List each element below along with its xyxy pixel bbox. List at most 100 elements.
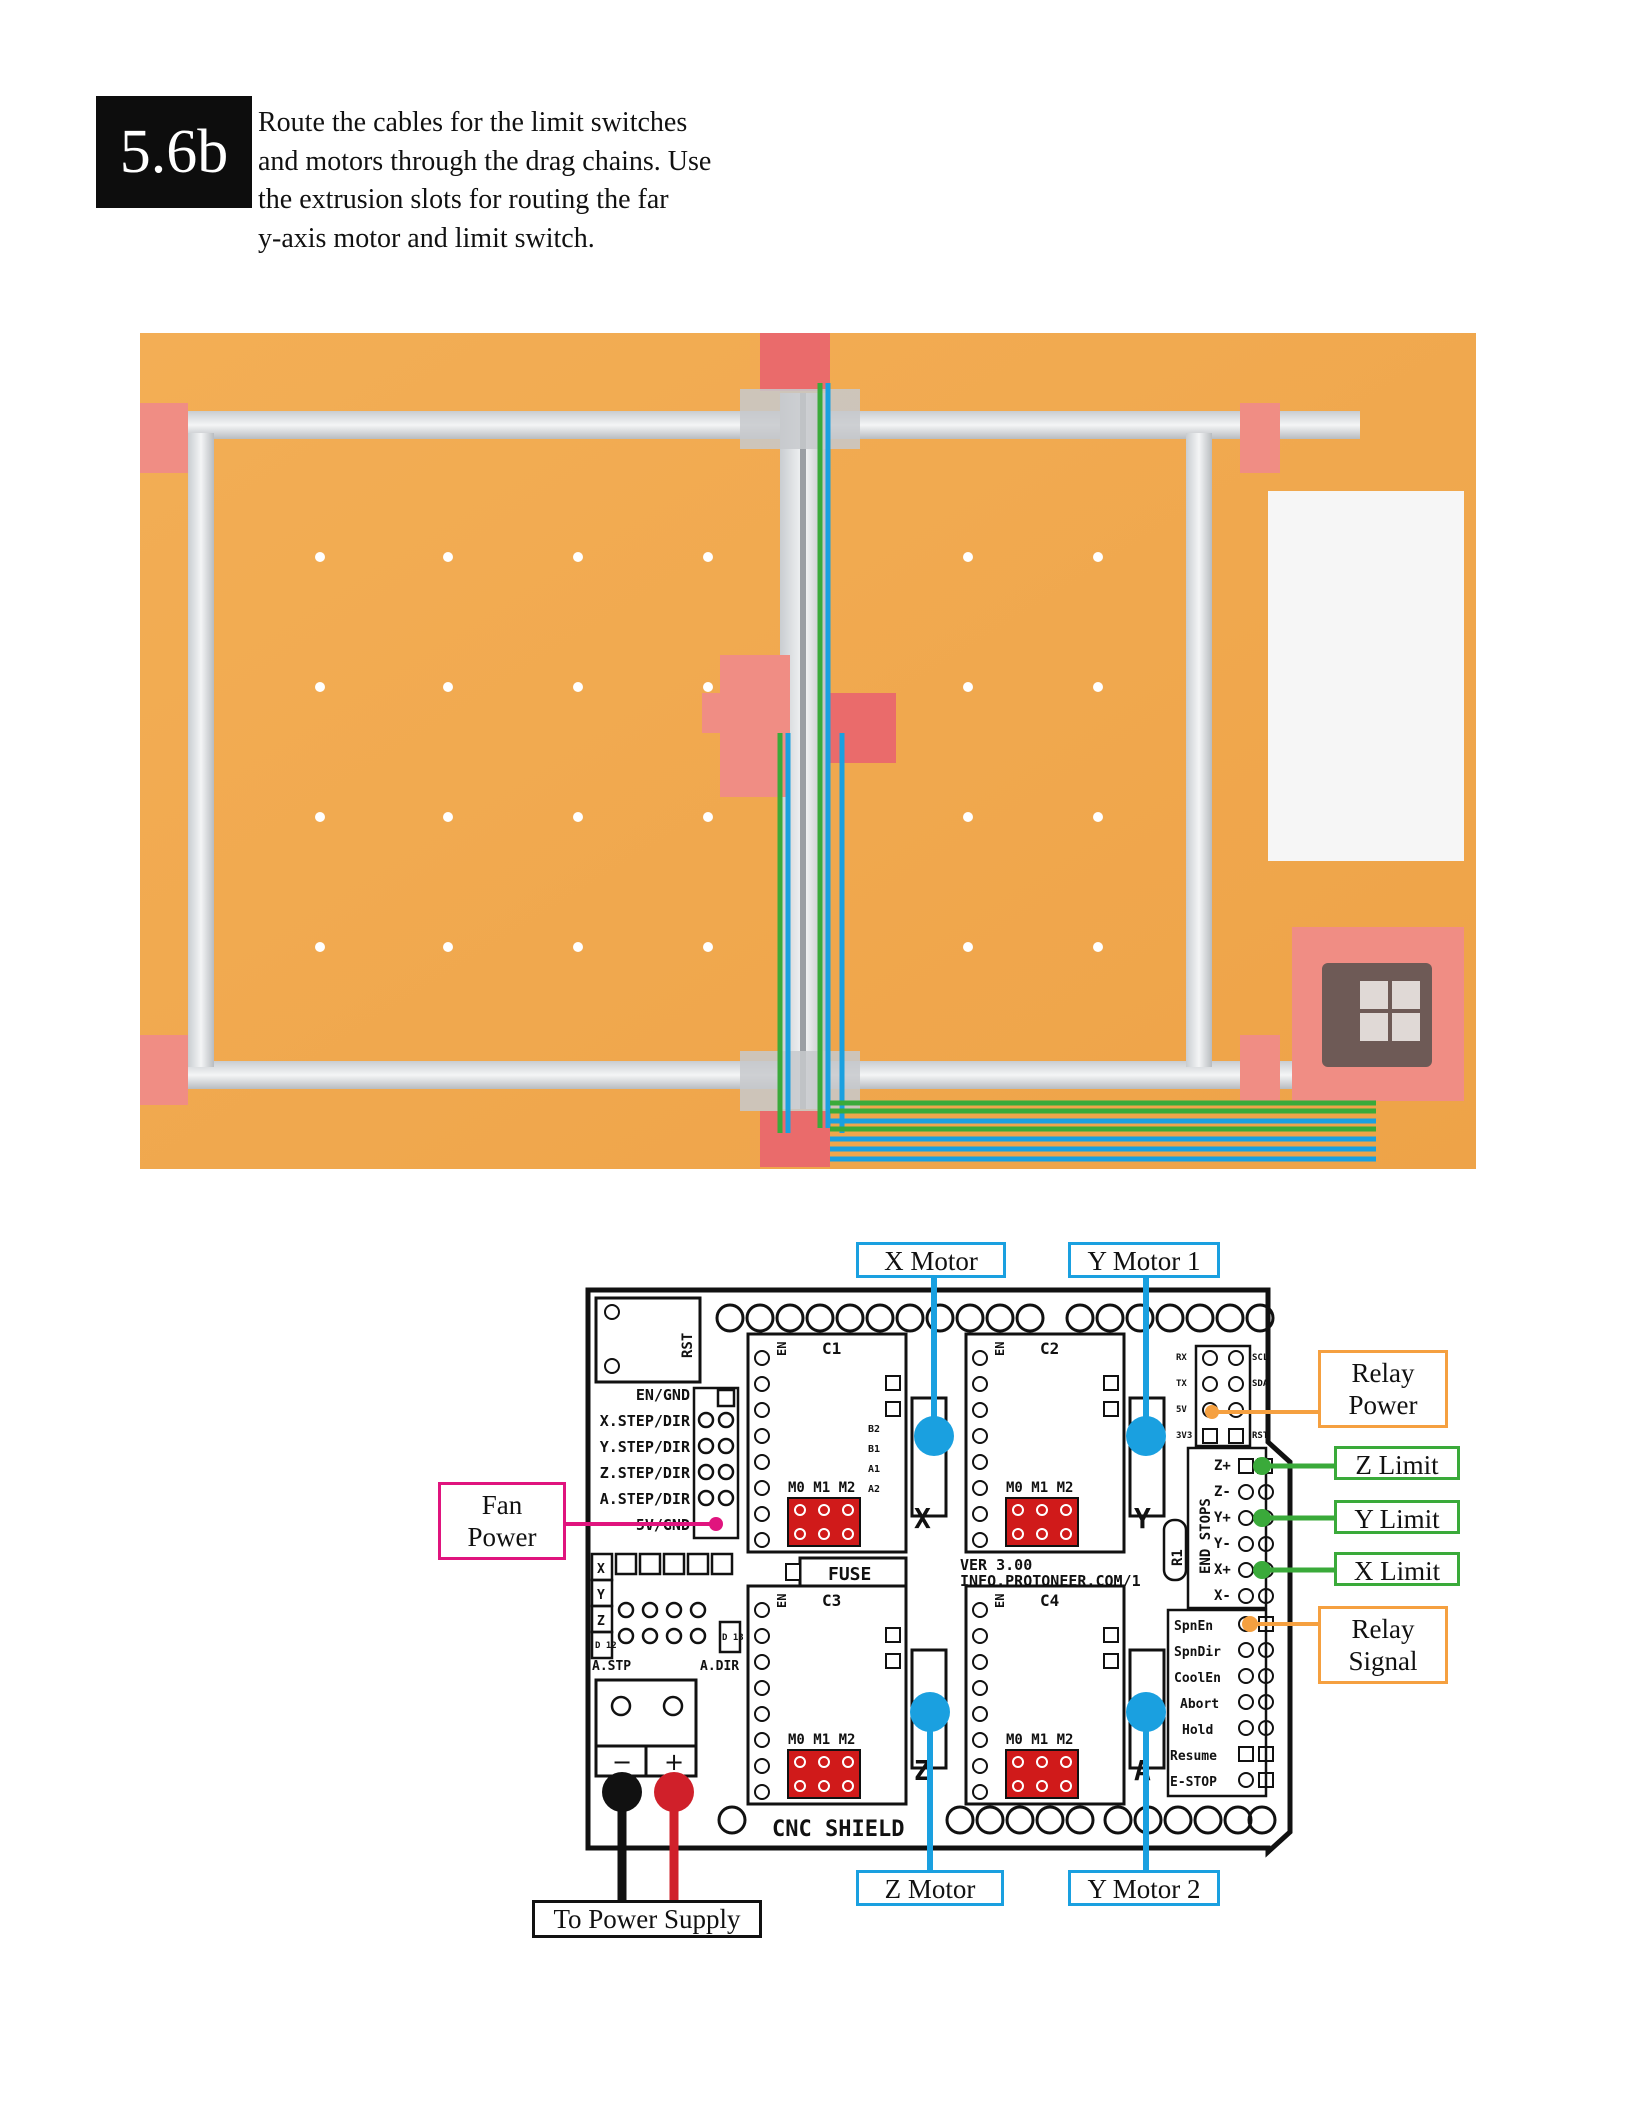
header-pin-label: RX (1176, 1353, 1187, 1363)
y-limit-label: Y Limit (1334, 1500, 1460, 1534)
microstep-label: M0 M1 M2 (1006, 1480, 1073, 1496)
control-pin-label: Abort (1180, 1697, 1219, 1712)
instruction-line: and motors through the drag chains. Use (258, 145, 712, 177)
limit-pin-label: Z- (1214, 1484, 1231, 1500)
cnc-machine-render (140, 333, 1476, 1169)
instruction-line: y-axis motor and limit switch. (258, 222, 595, 254)
corner-block (1240, 1035, 1280, 1105)
power-supply-label: To Power Supply (532, 1900, 762, 1938)
coil-label: B1 (868, 1444, 880, 1455)
y-motor-1-label: Y Motor 1 (1068, 1242, 1220, 1278)
fan-power-line: Power (467, 1522, 537, 1552)
driver-slot-label: C2 (1040, 1339, 1059, 1358)
relay-power-line: Power (1348, 1390, 1418, 1420)
driver-slot-c2 (964, 1332, 1126, 1554)
limit-pin-label: Y+ (1214, 1510, 1231, 1526)
control-pin-label: Hold (1182, 1723, 1213, 1738)
x-limit-label: X Limit (1334, 1552, 1460, 1586)
step-dir-label: Z.STEP/DIR (600, 1464, 691, 1482)
control-pin-label: SpnDir (1174, 1645, 1221, 1660)
end-stops-label: END STOPS (1198, 1498, 1214, 1574)
hole-grid (315, 552, 1103, 952)
relay-signal-line: Signal (1348, 1646, 1418, 1676)
board-name: CNC SHIELD (772, 1817, 904, 1842)
axis-col-label: X (597, 1562, 605, 1577)
axis-letter: Y (1134, 1502, 1151, 1535)
limit-pin-label: Z+ (1214, 1458, 1231, 1474)
a-dir-label: A.DIR (700, 1659, 739, 1674)
limit-pin-label: X+ (1214, 1562, 1231, 1578)
en-gnd-label: EN/GND (636, 1386, 690, 1404)
microstep-label: M0 M1 M2 (1006, 1732, 1073, 1748)
relay-signal-label: Relay Signal (1318, 1606, 1448, 1684)
limit-wires (1262, 1463, 1336, 1573)
header-pin-label: 3V3 (1176, 1431, 1192, 1441)
en-label: EN (993, 1342, 1007, 1356)
x-motor-label: X Motor (856, 1242, 1006, 1278)
coil-label: A2 (868, 1484, 880, 1495)
axis-letter: Z (914, 1754, 931, 1787)
url-label: INFO.PROTONEER.COM/1 (960, 1572, 1141, 1590)
svg-text:−: − (612, 1748, 632, 1776)
driver-slot-label: C3 (822, 1591, 841, 1610)
reset-button (594, 1296, 702, 1384)
limit-pin-label: X- (1214, 1588, 1231, 1604)
resistor-r1 (1162, 1518, 1188, 1582)
fan-power-label: Fan Power (438, 1482, 566, 1560)
y-motor-top (760, 333, 830, 391)
control-pin-label: CoolEn (1174, 1671, 1221, 1686)
corner-block (140, 1035, 188, 1105)
control-pin-label: E-STOP (1170, 1775, 1217, 1790)
electronics-enclosure (1268, 491, 1464, 861)
step-dir-label: X.STEP/DIR (600, 1412, 691, 1430)
z-limit-label: Z Limit (1334, 1446, 1460, 1480)
axis-letter: X (914, 1502, 931, 1535)
a-stp-label: A.STP (592, 1659, 631, 1674)
step-instructions: Route the cables for the limit switches … (258, 104, 818, 258)
z-motor-label: Z Motor (856, 1870, 1004, 1906)
version-label: VER 3.00 (960, 1556, 1032, 1574)
z-motor-connector (910, 1692, 950, 1732)
microstep-label: M0 M1 M2 (788, 1732, 855, 1748)
instruction-line: Route the cables for the limit switches (258, 107, 688, 138)
corner-block (140, 403, 188, 473)
relay-signal-line: Relay (1351, 1614, 1415, 1644)
rail-left (188, 433, 214, 1067)
y-motor-2-label: Y Motor 2 (1068, 1870, 1220, 1906)
header-pin-label: TX (1176, 1379, 1187, 1389)
fuse (798, 1556, 908, 1588)
header-pin-label: 5V (1176, 1405, 1187, 1415)
x-motor-connector (914, 1416, 954, 1456)
control-pin-label: Resume (1170, 1749, 1217, 1764)
svg-text:+: + (664, 1748, 684, 1776)
control-pin-label: SpnEn (1174, 1619, 1213, 1634)
driver-slot-label: C1 (822, 1339, 841, 1358)
en-label: EN (775, 1342, 789, 1356)
microstep-label: M0 M1 M2 (788, 1480, 855, 1496)
board-outline (585, 1287, 1293, 1858)
axis-col-label: Y (597, 1588, 605, 1603)
pin-label: D 12 (595, 1641, 617, 1651)
en-label: EN (775, 1594, 789, 1608)
corner-block (1240, 403, 1280, 473)
fuse-label: FUSE (828, 1564, 871, 1585)
header-pin-label: RST (1252, 1431, 1269, 1441)
pin-label: D 13 (722, 1633, 744, 1643)
rail-right (1186, 433, 1212, 1067)
relay-power-label: Relay Power (1318, 1350, 1448, 1428)
y-motor-2-connector (1126, 1692, 1166, 1732)
instruction-line: the extrusion slots for routing the far (258, 184, 669, 215)
en-label: EN (993, 1594, 1007, 1608)
relay-power-line: Relay (1351, 1358, 1415, 1388)
driver-slot-c1 (746, 1332, 908, 1554)
fan-power-line: Fan (481, 1490, 523, 1520)
driver-slot-label: C4 (1040, 1591, 1059, 1610)
rst-label: RST (680, 1333, 696, 1358)
header-pin-label: SDA (1252, 1379, 1269, 1389)
motor-wires (927, 1274, 1149, 1872)
coil-label: B2 (868, 1424, 880, 1435)
driver-slot-c4 (964, 1584, 1126, 1806)
axis-col-label: Z (597, 1614, 605, 1629)
r1-label: R1 (1170, 1549, 1186, 1566)
